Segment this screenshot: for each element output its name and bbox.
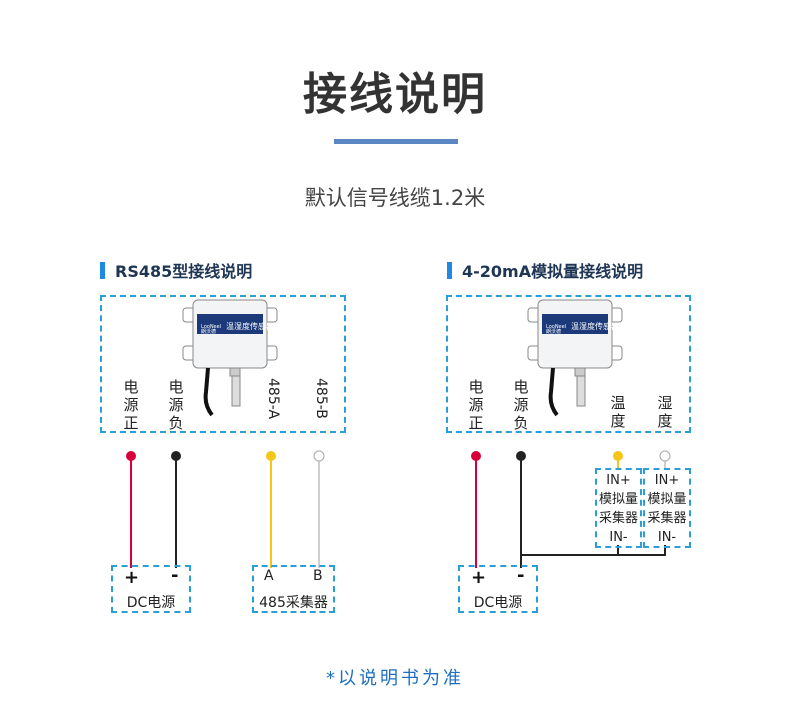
collector-b-label: B bbox=[313, 568, 323, 584]
brand-text: LooNeel bbox=[201, 324, 221, 330]
label-power-positive: 电源正 bbox=[468, 378, 484, 432]
label-power-negative: 电源负 bbox=[168, 378, 184, 432]
label-485-b: 485-B bbox=[313, 378, 329, 419]
collector-name: 采集器 bbox=[598, 511, 638, 526]
minus-sign: - bbox=[517, 565, 525, 586]
collector-in-minus: IN- bbox=[657, 530, 677, 545]
terminal-dot-red bbox=[126, 451, 136, 461]
heading-marker bbox=[100, 261, 105, 279]
terminal-dot-black bbox=[171, 451, 181, 461]
rs485-device-box bbox=[100, 295, 346, 433]
analog-device-box bbox=[446, 295, 691, 433]
sensor-device-left bbox=[182, 299, 278, 417]
label-power-negative: 电源负 bbox=[513, 378, 529, 432]
rs485-collector-box bbox=[252, 565, 335, 613]
collector-type: 模拟量 bbox=[647, 492, 687, 507]
collector-in-plus: IN+ bbox=[606, 473, 631, 488]
collector-label: 485采集器 bbox=[259, 595, 328, 611]
brand-text: LooNeel bbox=[546, 324, 566, 330]
rs485-heading-text: RS485型接线说明 bbox=[115, 262, 253, 281]
heading-marker bbox=[447, 261, 452, 279]
minus-sign: - bbox=[171, 565, 179, 586]
terminal-dot-white bbox=[659, 450, 671, 462]
collector-in-plus: IN+ bbox=[654, 473, 680, 488]
analog-heading-text: 4-20mA模拟量接线说明 bbox=[462, 262, 644, 281]
rs485-heading: RS485型接线说明 bbox=[100, 258, 252, 282]
collector-a-label: A bbox=[264, 568, 274, 584]
terminal-dot-black bbox=[516, 451, 526, 461]
collector-name: 采集器 bbox=[647, 511, 687, 526]
label-power-positive: 电源正 bbox=[123, 378, 139, 432]
analog-collector-temp bbox=[595, 468, 642, 548]
label-humidity: 湿度 bbox=[657, 394, 673, 430]
terminal-dot-yellow bbox=[266, 451, 276, 461]
device-name-text: 温湿度传感器 bbox=[571, 321, 619, 331]
title-underline bbox=[334, 139, 458, 144]
dc-power-label: DC电源 bbox=[473, 595, 523, 611]
terminal-dot-white bbox=[313, 450, 325, 462]
dc-power-label: DC电源 bbox=[126, 595, 176, 611]
sensor-device-right bbox=[527, 299, 623, 417]
page-title: 接线说明 bbox=[303, 69, 487, 120]
terminal-dot-yellow bbox=[613, 451, 623, 461]
brand-cn-text: 朗沃德 bbox=[546, 328, 561, 335]
footnote: *以说明书为准 bbox=[326, 668, 464, 689]
brand-cn-text: 朗沃德 bbox=[201, 328, 216, 335]
dc-power-box bbox=[458, 565, 538, 613]
device-name-text: 温湿度传感器 bbox=[226, 321, 274, 331]
plus-sign: + bbox=[124, 567, 140, 588]
label-485-a: 485-A bbox=[265, 378, 281, 420]
plus-sign: + bbox=[471, 567, 487, 588]
collector-in-minus: IN- bbox=[609, 530, 628, 545]
analog-collector-humid bbox=[643, 468, 691, 548]
analog-heading: 4-20mA模拟量接线说明 bbox=[447, 258, 643, 282]
cable-length-note: 默认信号线缆1.2米 bbox=[304, 186, 486, 210]
dc-power-box bbox=[111, 565, 191, 613]
terminal-dot-red bbox=[471, 451, 481, 461]
analog-collector-temp-text: IN+ 模拟量 采集器 IN- bbox=[595, 471, 642, 547]
label-temperature: 温度 bbox=[610, 394, 626, 430]
analog-collector-humid-text: IN+ 模拟量 采集器 IN- bbox=[643, 471, 691, 547]
wire-common-ground bbox=[618, 545, 666, 556]
collector-type: 模拟量 bbox=[598, 492, 638, 507]
